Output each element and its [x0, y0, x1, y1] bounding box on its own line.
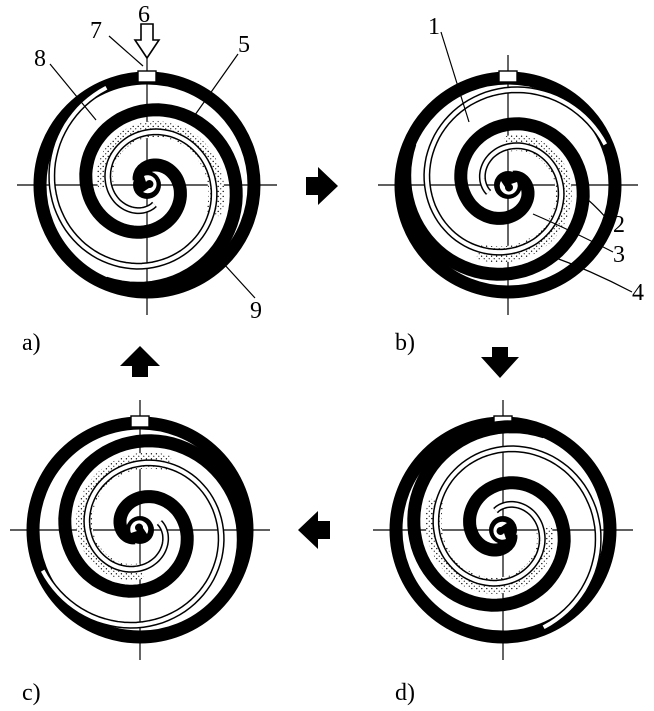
callout-8: 8 [34, 46, 46, 72]
callout-4: 4 [632, 280, 644, 306]
callout-5: 5 [238, 32, 250, 58]
callout-1: 1 [428, 14, 440, 40]
panel-b [394, 70, 622, 299]
callout-2: 2 [613, 212, 625, 238]
panel-a [33, 70, 261, 299]
caption-d: d) [395, 680, 415, 706]
arrow-up-icon [120, 346, 160, 377]
panel-a-artwork [33, 70, 261, 299]
arrow-down-icon [481, 347, 519, 378]
arrow-right-icon [306, 167, 338, 205]
caption-a: a) [22, 330, 41, 356]
callout-6: 6 [138, 2, 150, 28]
panel-c-artwork [26, 415, 254, 644]
inlet-arrow-icon [133, 23, 161, 60]
panel-d-artwork [389, 415, 617, 644]
callout-9: 9 [250, 298, 262, 324]
callout-3: 3 [613, 242, 625, 268]
panel-b-artwork [394, 70, 622, 299]
arrow-left-icon [298, 511, 330, 549]
leader-lines [49, 31, 633, 299]
caption-b: b) [395, 330, 415, 356]
panel-d [389, 415, 617, 644]
caption-c: c) [22, 680, 41, 706]
callout-7: 7 [90, 18, 102, 44]
panel-c [26, 415, 254, 644]
